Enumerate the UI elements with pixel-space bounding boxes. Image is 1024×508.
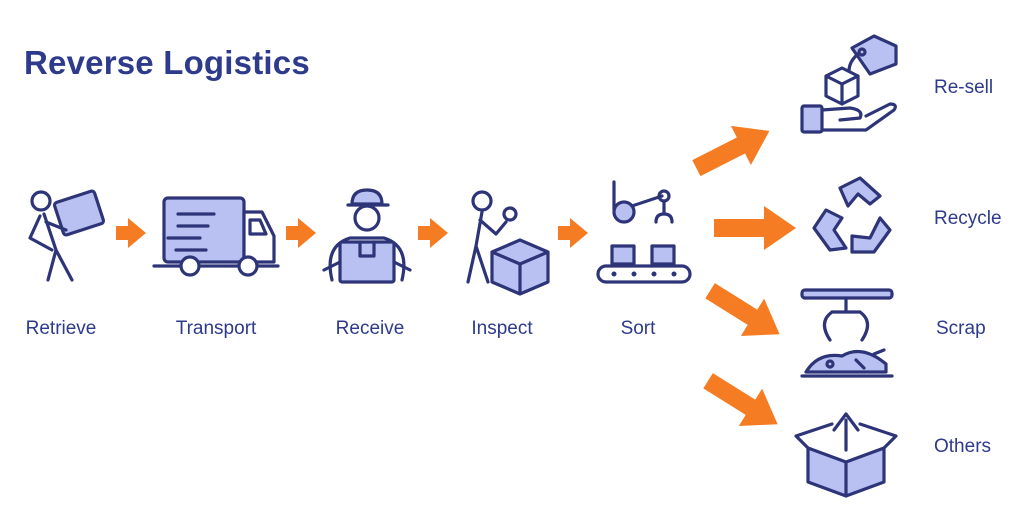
claw-scrap-pile-icon [800, 288, 894, 378]
hand-price-tag-icon [800, 34, 898, 134]
process-arrow [558, 218, 588, 248]
process-arrow [116, 218, 146, 248]
step-label-transport: Transport [175, 318, 257, 339]
outcome-arrow [714, 206, 796, 250]
outcome-label-others: Others [934, 436, 992, 457]
recycle-icon [812, 176, 892, 254]
outcome-label-recycle: Recycle [934, 208, 1002, 229]
robot-arm-conveyor-icon [596, 180, 692, 284]
outcome-arrow [705, 283, 780, 336]
outcome-label-resell: Re-sell [934, 77, 994, 98]
worker-holding-box-icon [322, 188, 412, 284]
step-label-retrieve: Retrieve [25, 318, 97, 339]
outcome-label-scrap: Scrap [936, 318, 986, 339]
open-box-arrow-icon [794, 412, 898, 498]
step-label-receive: Receive [335, 318, 405, 339]
process-arrow [286, 218, 316, 248]
delivery-truck-icon [152, 196, 280, 277]
person-carrying-box-icon [28, 189, 106, 282]
person-inspecting-box-icon [466, 190, 550, 296]
step-label-inspect: Inspect [471, 318, 533, 339]
page-title: Reverse Logistics [24, 44, 310, 81]
process-arrow [418, 218, 448, 248]
outcome-arrow [703, 373, 778, 426]
outcome-arrow [692, 125, 770, 177]
step-label-sort: Sort [620, 318, 656, 339]
